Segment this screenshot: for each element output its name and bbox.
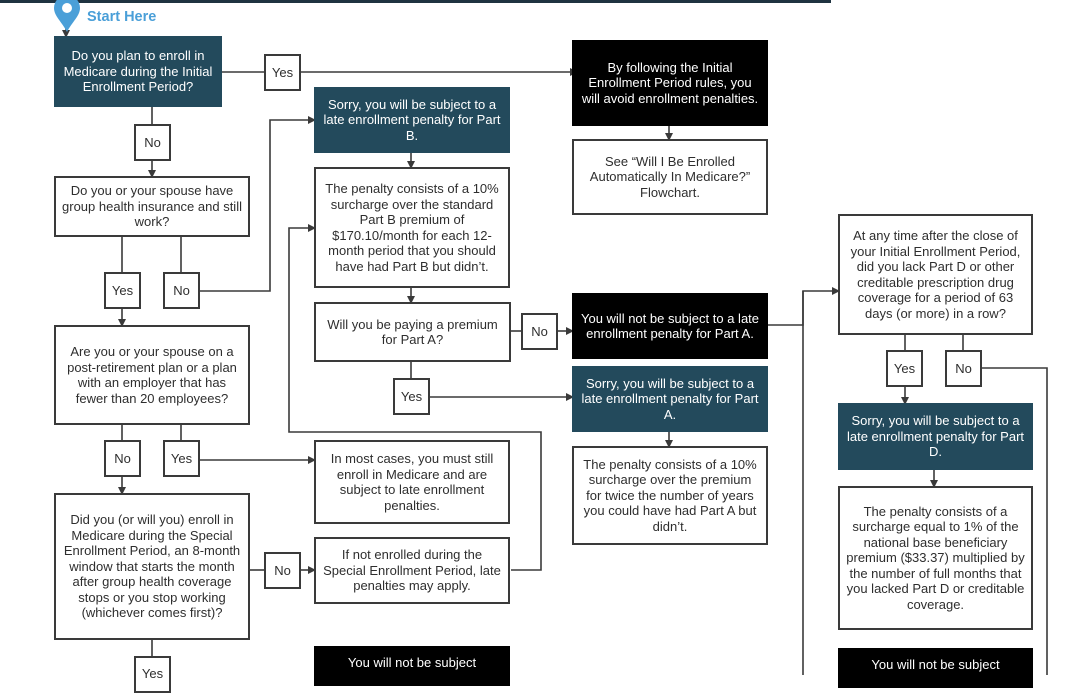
sorry-part-b-box: Sorry, you will be subject to a late enr… — [314, 87, 510, 153]
most-cases-box: In most cases, you must still enroll in … — [314, 440, 510, 524]
start-here-label: Start Here — [87, 9, 157, 25]
yes-label: Yes — [264, 54, 301, 91]
sorry-part-a-box: Sorry, you will be subject to a late enr… — [572, 366, 768, 432]
yes-label: Yes — [886, 350, 923, 387]
connector-lines — [62, 24, 1048, 675]
not-enrolled-special-box: If not enrolled during the Special Enrol… — [314, 537, 510, 604]
no-label: No — [104, 440, 141, 477]
yes-label: Yes — [163, 440, 200, 477]
question-paying-part-a: Will you be paying a premium for Part A? — [314, 302, 511, 362]
top-bar — [0, 0, 831, 3]
not-subject-bottom-right-box: You will not be subject — [838, 648, 1033, 688]
no-label: No — [264, 552, 301, 589]
question-group-health: Do you or your spouse have group health … — [54, 176, 250, 237]
question-initial-enrollment: Do you plan to enroll in Medicare during… — [54, 36, 222, 107]
yes-label: Yes — [104, 272, 141, 309]
penalty-part-a-box: The penalty consists of a 10% surcharge … — [572, 446, 768, 545]
map-pin-icon — [54, 0, 80, 32]
question-special-enrollment: Did you (or will you) enroll in Medicare… — [54, 493, 250, 640]
sorry-part-d-box: Sorry, you will be subject to a late enr… — [838, 403, 1033, 470]
penalty-part-d-box: The penalty consists of a surcharge equa… — [838, 486, 1033, 630]
no-label: No — [163, 272, 200, 309]
not-subject-part-a-box: You will not be subject to a late enroll… — [572, 293, 768, 359]
not-subject-bottom-center-box: You will not be subject — [314, 646, 510, 686]
no-label: No — [134, 124, 171, 161]
question-part-d: At any time after the close of your Init… — [838, 214, 1033, 335]
penalty-part-b-box: The penalty consists of a 10% surcharge … — [314, 167, 510, 288]
avoid-penalties-box: By following the Initial Enrollment Peri… — [572, 40, 768, 126]
yes-label: Yes — [393, 378, 430, 415]
question-post-retirement: Are you or your spouse on a post-retirem… — [54, 325, 250, 425]
no-label: No — [521, 313, 558, 350]
no-label: No — [945, 350, 982, 387]
see-flowchart-box: See “Will I Be Enrolled Automatically In… — [572, 139, 768, 215]
